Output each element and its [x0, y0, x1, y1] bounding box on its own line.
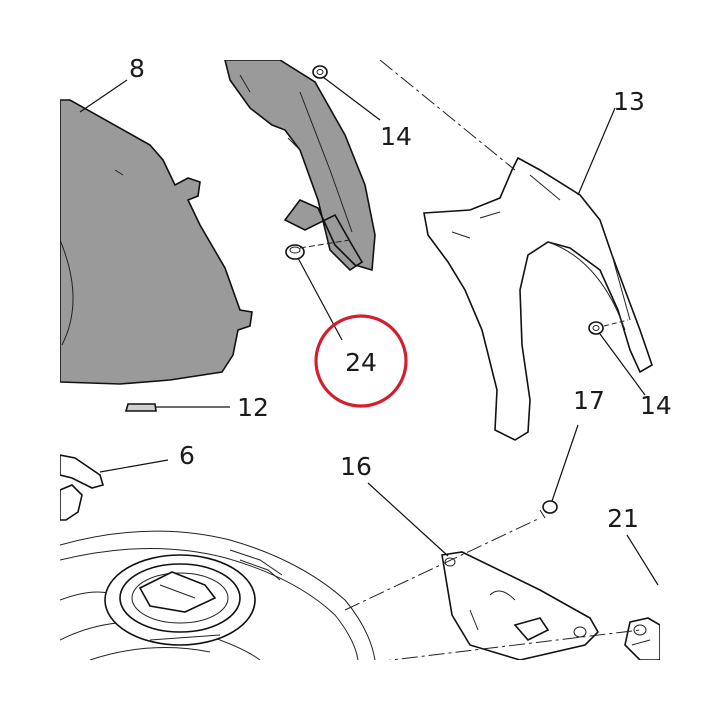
- upper-center-panel: [224, 60, 376, 272]
- grommet-14-right: [588, 321, 604, 335]
- grommet-14-top: [312, 65, 328, 79]
- callout-13: 13: [613, 87, 645, 116]
- grommet-24: [285, 244, 305, 260]
- part-13-outline-panel: [423, 156, 653, 441]
- part-17-screw: [539, 500, 558, 519]
- callout-8: 8: [129, 54, 145, 83]
- callout-24: 24: [345, 348, 377, 377]
- part-6-bracket: [60, 454, 105, 521]
- callout-12: 12: [237, 393, 269, 422]
- part-8-side-panel: [60, 99, 253, 385]
- fuel-tank: [60, 530, 376, 660]
- callout-14-right: 14: [640, 391, 672, 420]
- part-12-insert: [124, 403, 157, 412]
- callout-17: 17: [573, 386, 605, 415]
- part-21-fitting: [624, 617, 660, 660]
- callout-14-top: 14: [380, 122, 412, 151]
- callout-16: 16: [340, 452, 372, 481]
- callout-6: 6: [179, 441, 195, 470]
- part-16-plate: [441, 551, 599, 660]
- callout-21: 21: [607, 504, 639, 533]
- highlight-circle-24: [314, 314, 408, 408]
